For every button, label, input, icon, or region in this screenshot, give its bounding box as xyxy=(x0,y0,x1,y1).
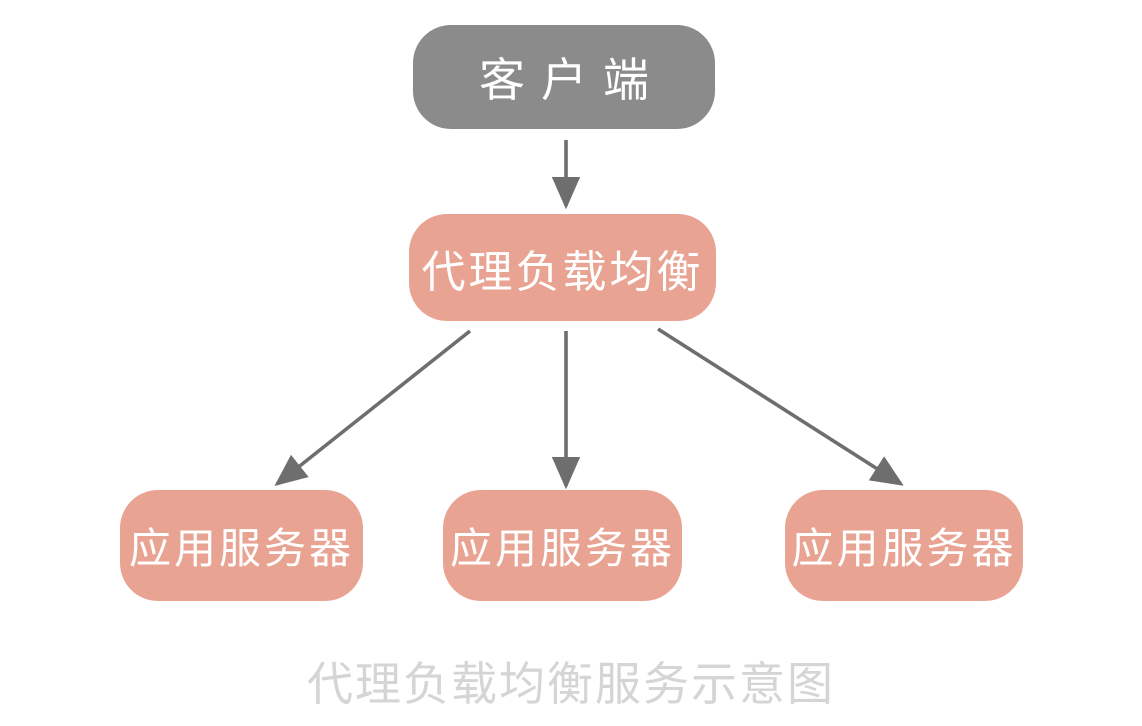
node-app-server-1: 应用服务器 xyxy=(120,490,363,601)
diagram-caption: 代理负载均衡服务示意图 xyxy=(307,657,835,711)
arrow-proxy-to-server3 xyxy=(657,327,904,486)
node-app-server-3: 应用服务器 xyxy=(785,490,1023,601)
arrow-proxy-to-server1 xyxy=(274,329,472,487)
node-proxy-load-balancer: 代理负载均衡 xyxy=(409,214,716,321)
node-app-server-2: 应用服务器 xyxy=(443,490,682,601)
node-client-label: 客户端 xyxy=(479,53,665,107)
node-client: 客户端 xyxy=(413,25,715,129)
node-proxy-label: 代理负载均衡 xyxy=(421,246,704,298)
node-app-server-3-label: 应用服务器 xyxy=(791,524,1017,573)
node-app-server-2-label: 应用服务器 xyxy=(449,524,675,573)
node-app-server-1-label: 应用服务器 xyxy=(128,524,354,573)
